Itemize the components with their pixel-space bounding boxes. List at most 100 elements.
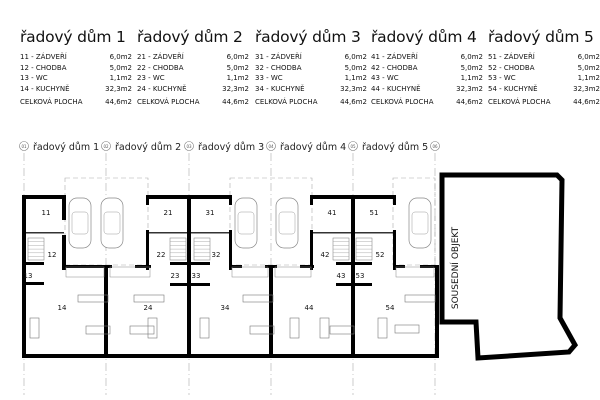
dining-table-icon [85,325,111,335]
sofa-icon [289,317,300,339]
total-row: CELKOVÁ PLOCHA 44,6m2 [137,97,249,108]
dining-table-icon [249,325,275,335]
sofa-icon [29,317,40,339]
room-number: 23 [171,272,180,280]
car-roof [278,211,296,235]
grid-axis-number: 01 [21,144,27,149]
grid-axis-number: 04 [268,144,274,149]
kitchen-island-icon [133,294,165,303]
room-number: 13 [24,272,33,280]
wall [269,265,273,358]
room-row: 54 - KUCHYNĚ 32,3m2 [488,84,600,95]
wall [229,230,232,270]
room-label: 42 - CHODBA [371,63,418,72]
grid-axis-number: 03 [186,144,192,149]
wall [146,195,149,205]
wall [310,195,313,205]
grid-house-label: řadový dům 5 [362,142,428,153]
dining-table-icon [394,324,420,334]
total-area: 44,6m2 [222,98,249,107]
grid-house-label: řadový dům 3 [198,142,264,153]
room-area: 32,3m2 [105,84,132,93]
wall [187,195,191,358]
wall [170,262,210,265]
room-label: 12 - CHODBA [20,63,67,72]
neighbor-building-label: SOUSEDNÍ OBJEKT [449,226,461,309]
room-label: 43 - WC [371,74,399,83]
room-number: 14 [58,304,67,312]
room-label: 52 - CHODBA [488,63,535,72]
room-number: 12 [48,251,57,259]
room-area: 6,0m2 [577,53,600,61]
room-area: 5,0m2 [460,63,483,72]
room-label: 11 - ZÁDVEŘÍ [20,53,67,61]
room-area: 5,0m2 [577,63,600,72]
wall [229,195,232,205]
grid-house-label: řadový dům 2 [115,142,181,153]
room-number: 51 [370,209,379,217]
wall [146,230,149,270]
wall [22,282,44,285]
room-label: 41 - ZÁDVEŘÍ [371,53,418,61]
partition [191,232,229,234]
total-label: CELKOVÁ PLOCHA [255,98,318,107]
total-label: CELKOVÁ PLOCHA [371,98,434,107]
wall [393,195,396,205]
wall [146,195,232,199]
neighbor-building-outline [439,172,579,361]
partition [149,232,187,234]
car-icon [68,197,92,249]
total-label: CELKOVÁ PLOCHA [137,98,200,107]
room-area: 5,0m2 [344,63,367,72]
room-area: 6,0m2 [460,53,483,61]
room-row: 42 - CHODBA 5,0m2 [371,63,483,74]
total-area: 44,6m2 [105,98,132,107]
room-number: 42 [321,251,330,259]
grid-axis-bubble [348,141,358,151]
total-row: CELKOVÁ PLOCHA 44,6m2 [255,97,367,108]
kitchen-counter-icon [395,266,435,278]
room-area: 32,3m2 [573,84,600,93]
house-title: řadový dům 5 [488,28,594,46]
sofa-icon [319,317,330,339]
total-area: 44,6m2 [340,98,367,107]
grid-axis-bubble [184,141,194,151]
room-area: 32,3m2 [222,84,249,93]
sofa-icon [199,317,210,339]
room-number: 31 [206,209,215,217]
room-label: 44 - KUCHYNĚ [371,84,421,93]
wall [22,195,26,358]
grid-axis-number: 05 [350,144,356,149]
room-area: 1,1m2 [109,74,132,83]
dining-table-icon [329,325,355,335]
wall [310,195,396,199]
partition [313,232,351,234]
grid-axis-number: 02 [103,144,109,149]
wall [22,354,438,358]
room-label: 54 - KUCHYNĚ [488,84,538,93]
room-number: 33 [192,272,201,280]
grid-house-label: řadový dům 4 [280,142,346,153]
room-row: 41 - ZÁDVEŘÍ 6,0m2 [371,52,483,63]
room-number: 43 [337,272,346,280]
room-label: 33 - WC [255,74,283,83]
wall [310,230,313,270]
room-label: 31 - ZÁDVEŘÍ [255,53,302,61]
car-roof [71,211,89,235]
wall [393,265,405,268]
room-number: 34 [221,304,230,312]
car-roof [103,211,121,235]
room-area: 1,1m2 [577,74,600,83]
room-number: 44 [305,304,314,312]
wall [170,283,210,286]
